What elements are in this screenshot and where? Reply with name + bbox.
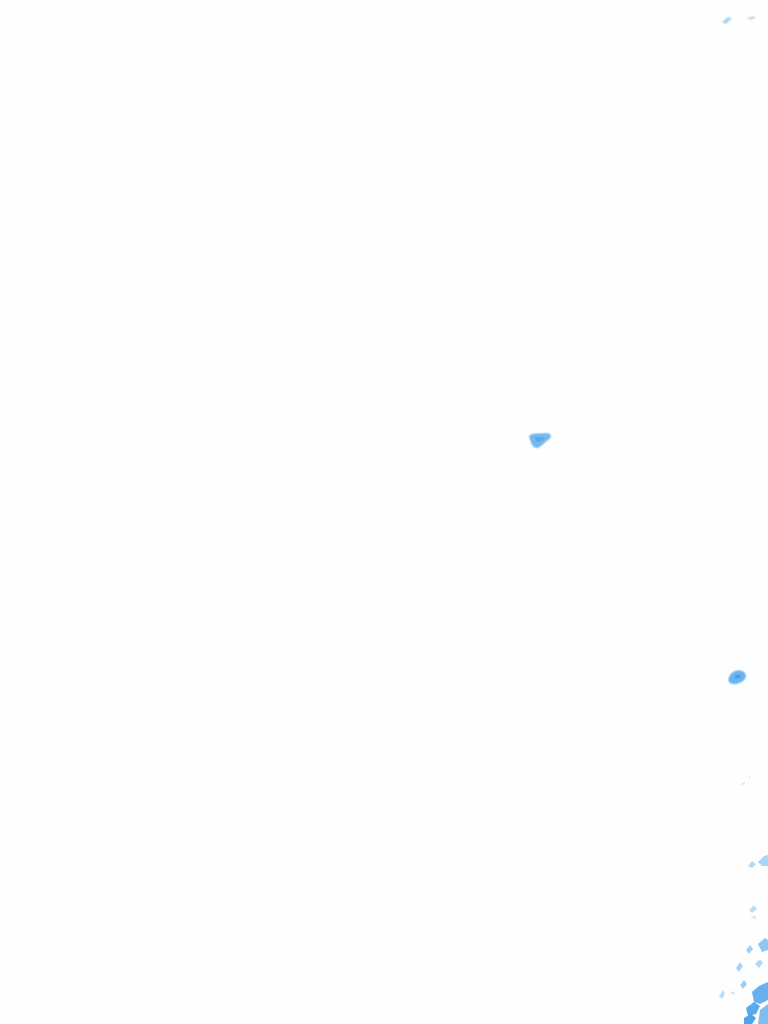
water-feature-shoreline-bottom-right — [719, 855, 768, 1024]
water-feature-lake-center — [529, 433, 551, 448]
water-feature-top-right — [722, 16, 756, 24]
water-feature-speck — [740, 776, 751, 785]
water-feature-lake-right — [728, 670, 746, 685]
